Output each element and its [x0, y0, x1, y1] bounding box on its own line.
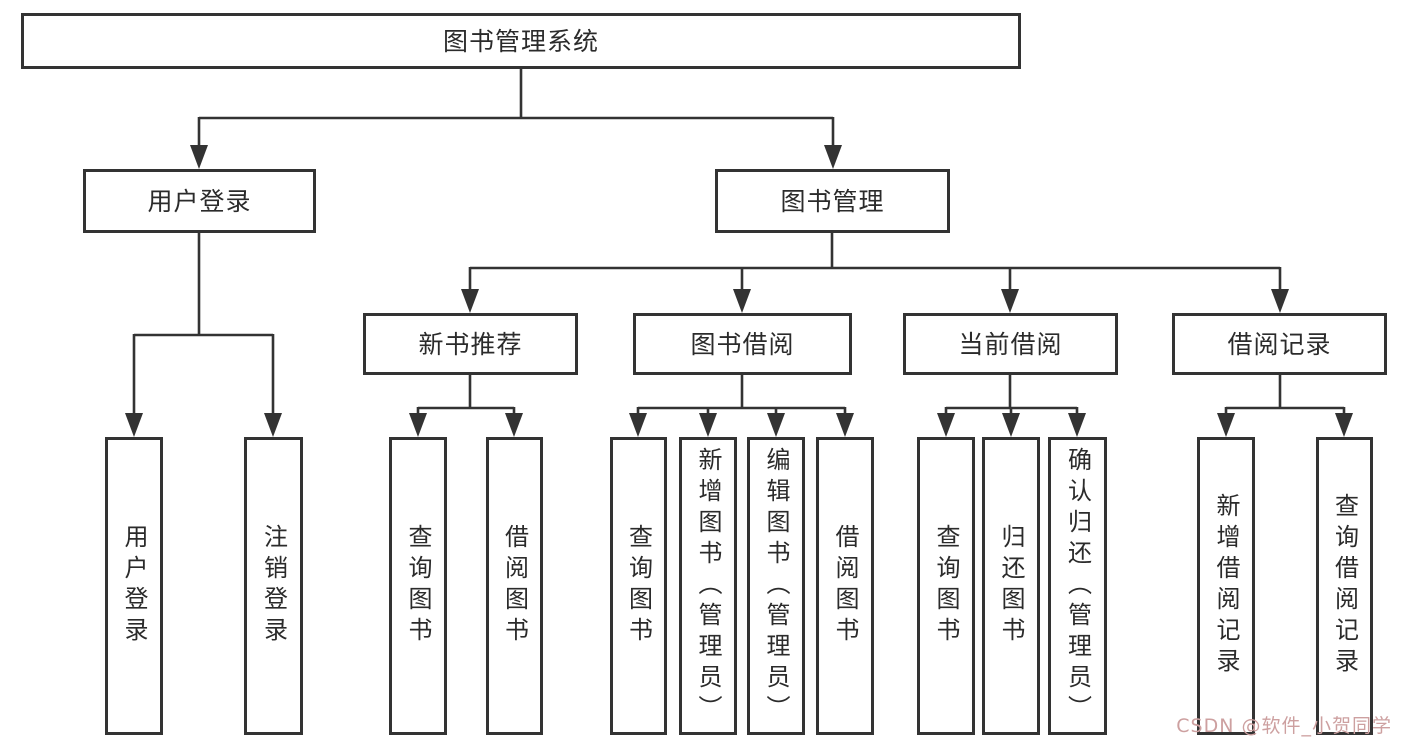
connector-borrow-records-to-leaves [1217, 375, 1353, 437]
connector-book-borrow-to-leaves [629, 375, 854, 437]
leaf-bb-query-books-label: 查询图书 [624, 524, 653, 648]
leaf-nb-borrow-books: 借阅图书 [486, 437, 543, 735]
arrowhead [1271, 289, 1289, 313]
leaf-bb-add-books-label: 新增图书（管理员） [694, 446, 722, 726]
leaf-cb-query-books: 查询图书 [917, 437, 975, 735]
arrowhead [409, 413, 427, 437]
leaf-br-query-record-label: 查询借阅记录 [1330, 493, 1359, 679]
leaf-br-add-record: 新增借阅记录 [1197, 437, 1255, 735]
node-book-borrow-label: 图书借阅 [690, 329, 795, 359]
node-book-management-label: 图书管理 [780, 186, 885, 216]
node-root: 图书管理系统 [21, 13, 1021, 69]
node-borrow-records-label: 借阅记录 [1227, 329, 1332, 359]
node-borrow-records: 借阅记录 [1172, 313, 1387, 375]
leaf-cb-return-books: 归还图书 [982, 437, 1040, 735]
arrowhead [1002, 413, 1020, 437]
leaf-cb-return-books-label: 归还图书 [997, 524, 1025, 648]
arrowhead [836, 413, 854, 437]
leaf-cb-confirm-return-label: 确认归还（管理员） [1063, 446, 1092, 726]
connector-book-management-to-level2 [461, 233, 1289, 313]
arrowhead [1001, 289, 1019, 313]
leaf-bb-borrow-books: 借阅图书 [816, 437, 874, 735]
arrowhead [190, 145, 208, 169]
leaf-bb-add-books: 新增图书（管理员） [679, 437, 737, 735]
arrowhead [505, 413, 523, 437]
node-new-book-recommend: 新书推荐 [363, 313, 578, 375]
leaf-bb-edit-books-label: 编辑图书（管理员） [762, 446, 790, 726]
connector-new-book-recommend-to-leaves [409, 375, 523, 437]
arrowhead [767, 413, 785, 437]
leaf-nb-query-books-label: 查询图书 [404, 524, 432, 648]
leaf-cb-confirm-return: 确认归还（管理员） [1048, 437, 1107, 735]
node-new-book-recommend-label: 新书推荐 [418, 329, 523, 359]
node-current-borrow-label: 当前借阅 [958, 329, 1063, 359]
watermark: CSDN @软件_小贺同学 [1176, 715, 1392, 737]
arrowhead [125, 413, 143, 437]
arrowhead [699, 413, 717, 437]
arrowhead [629, 413, 647, 437]
connector-root-to-level1 [190, 69, 842, 169]
node-book-management: 图书管理 [715, 169, 950, 233]
arrowhead [264, 413, 282, 437]
arrowhead [1217, 413, 1235, 437]
leaf-nb-borrow-books-label: 借阅图书 [500, 524, 529, 648]
arrowhead [1335, 413, 1353, 437]
leaf-user-login-label: 用户登录 [120, 524, 148, 648]
arrowhead [1068, 413, 1086, 437]
leaf-logout-label: 注销登录 [259, 524, 288, 648]
arrowhead [937, 413, 955, 437]
connector-current-borrow-to-leaves [937, 375, 1086, 437]
connector-user-login-to-leaves [125, 233, 282, 437]
leaf-bb-query-books: 查询图书 [610, 437, 667, 735]
leaf-cb-query-books-label: 查询图书 [932, 524, 960, 648]
node-user-login-label: 用户登录 [147, 186, 252, 216]
node-user-login: 用户登录 [83, 169, 316, 233]
arrowhead [733, 289, 751, 313]
node-current-borrow: 当前借阅 [903, 313, 1118, 375]
arrowhead [461, 289, 479, 313]
leaf-bb-edit-books: 编辑图书（管理员） [747, 437, 805, 735]
leaf-nb-query-books: 查询图书 [389, 437, 447, 735]
leaf-user-login: 用户登录 [105, 437, 163, 735]
leaf-logout: 注销登录 [244, 437, 303, 735]
leaf-br-query-record: 查询借阅记录 [1316, 437, 1373, 735]
arrowhead [824, 145, 842, 169]
node-book-borrow: 图书借阅 [633, 313, 852, 375]
node-root-label: 图书管理系统 [442, 26, 599, 56]
leaf-br-add-record-label: 新增借阅记录 [1212, 493, 1240, 679]
leaf-bb-borrow-books-label: 借阅图书 [831, 524, 859, 648]
